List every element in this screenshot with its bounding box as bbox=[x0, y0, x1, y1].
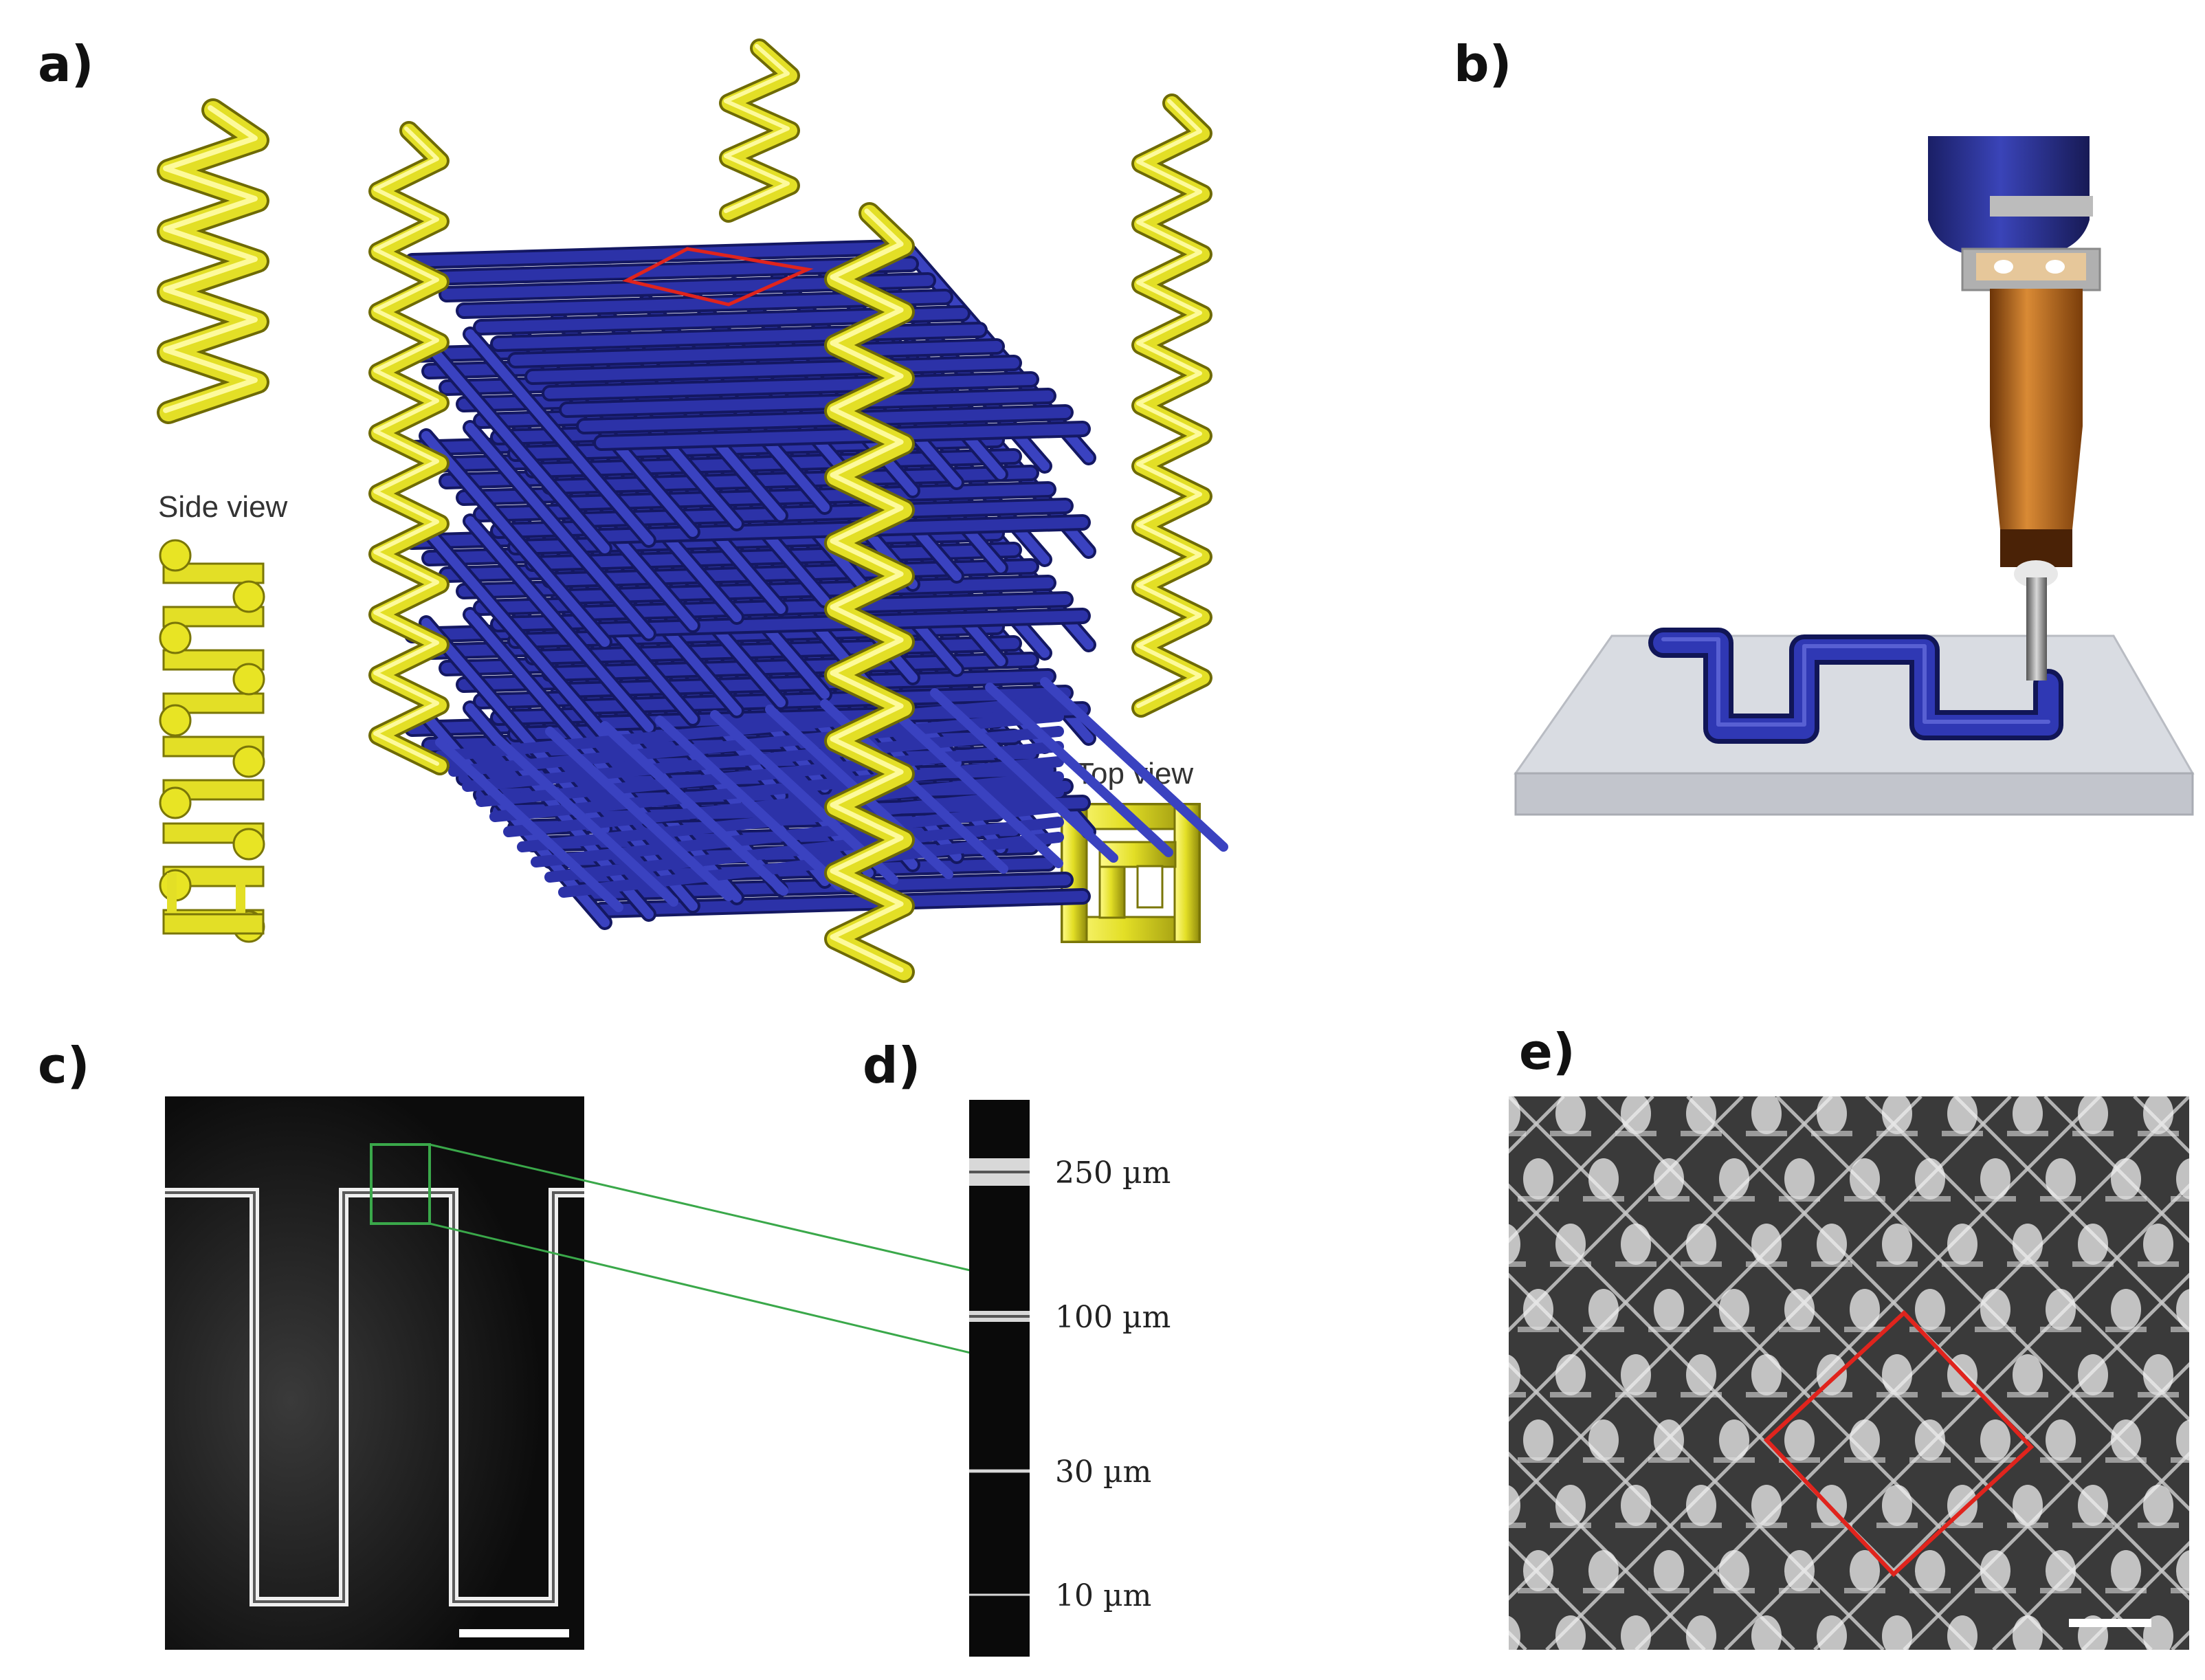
micrograph-c bbox=[165, 1096, 584, 1650]
width-band-10 bbox=[969, 1593, 1030, 1596]
lattice-helices bbox=[368, 38, 1212, 983]
print-nozzle bbox=[1928, 136, 2101, 681]
width-label-100: 100 µm bbox=[1055, 1300, 1171, 1335]
scale-bar-e bbox=[2069, 1619, 2151, 1627]
panel-a-label: a) bbox=[38, 35, 94, 93]
lattice-micrograph-texture bbox=[1509, 1096, 2189, 1650]
zoom-line-bottom bbox=[429, 1222, 977, 1356]
zoom-region bbox=[370, 1143, 431, 1225]
side-view-label: Side view bbox=[158, 490, 288, 524]
panel-d: d) 250 µm 100 µm 30 µm 10 µm bbox=[863, 1037, 1171, 1657]
width-label-10: 10 µm bbox=[1055, 1578, 1151, 1613]
unit-cell-highlight bbox=[621, 247, 814, 307]
filament-width-bands bbox=[969, 1158, 1030, 1596]
panel-e-label: e) bbox=[1519, 1023, 1575, 1081]
panel-c: c) bbox=[38, 1037, 977, 1650]
zoom-line-top bbox=[429, 1143, 977, 1273]
panel-e: e) bbox=[1509, 1023, 2189, 1650]
panel-a: a) Side view Top view bbox=[38, 35, 1228, 983]
side-view-diagram bbox=[159, 539, 265, 943]
filament-width-labels: 250 µm 100 µm 30 µm 10 µm bbox=[1055, 1156, 1171, 1613]
unit-cell-highlight-e bbox=[1763, 1309, 2035, 1578]
panel-c-label: c) bbox=[38, 1037, 90, 1094]
panel-d-label: d) bbox=[863, 1037, 920, 1094]
width-band-30 bbox=[969, 1469, 1030, 1473]
width-label-30: 30 µm bbox=[1055, 1455, 1151, 1490]
width-label-250: 250 µm bbox=[1055, 1156, 1171, 1191]
scale-bar-c bbox=[459, 1629, 569, 1637]
panel-b-label: b) bbox=[1454, 35, 1511, 93]
helix-isolated bbox=[157, 98, 269, 424]
panel-b: b) bbox=[1454, 35, 2195, 816]
filament-strip bbox=[969, 1100, 1030, 1657]
